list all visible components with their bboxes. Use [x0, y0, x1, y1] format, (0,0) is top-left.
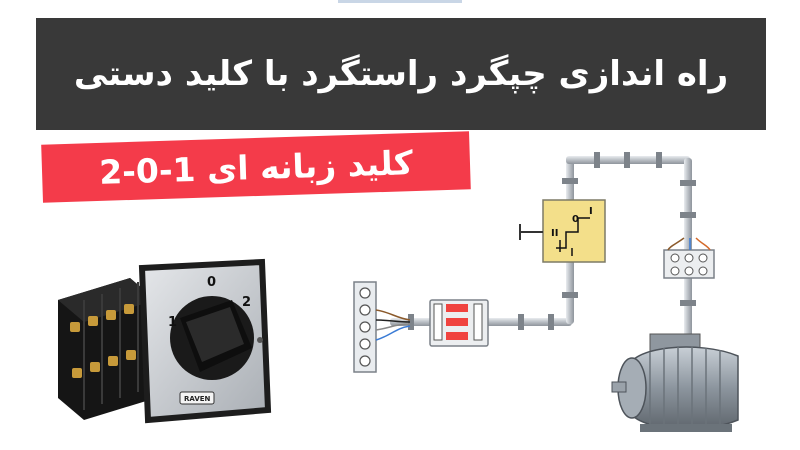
- switch-box-label-zero: 0: [572, 214, 579, 225]
- terminal-strip: [353, 281, 411, 373]
- switch-position-2: 2: [242, 295, 251, 310]
- top-accent-bar: [338, 0, 462, 3]
- breaker-block: [429, 299, 489, 347]
- switch-box-body: [542, 199, 606, 263]
- title-banner: راه اندازی چپگرد راستگرد با کلید دستی: [36, 18, 766, 130]
- changeover-switch-box: II 0 I: [519, 199, 606, 263]
- switch-terminals: [70, 304, 136, 378]
- junction-terminal-block: [663, 237, 715, 279]
- switch-box-label-right: I: [589, 206, 593, 217]
- switch-position-0: 0: [207, 275, 216, 290]
- page-title: راه اندازی چپگرد راستگرد با کلید دستی: [73, 54, 729, 94]
- rotary-cam-switch: 0 1 2 RAVEN: [58, 258, 272, 424]
- motor-shaft: [611, 381, 627, 393]
- electric-motor: [611, 333, 739, 432]
- switch-brand-label: RAVEN: [184, 395, 211, 403]
- motor-base: [640, 424, 732, 432]
- switch-box-label-left: II: [551, 228, 558, 239]
- switch-position-1: 1: [168, 315, 177, 330]
- motor-body: [627, 346, 739, 430]
